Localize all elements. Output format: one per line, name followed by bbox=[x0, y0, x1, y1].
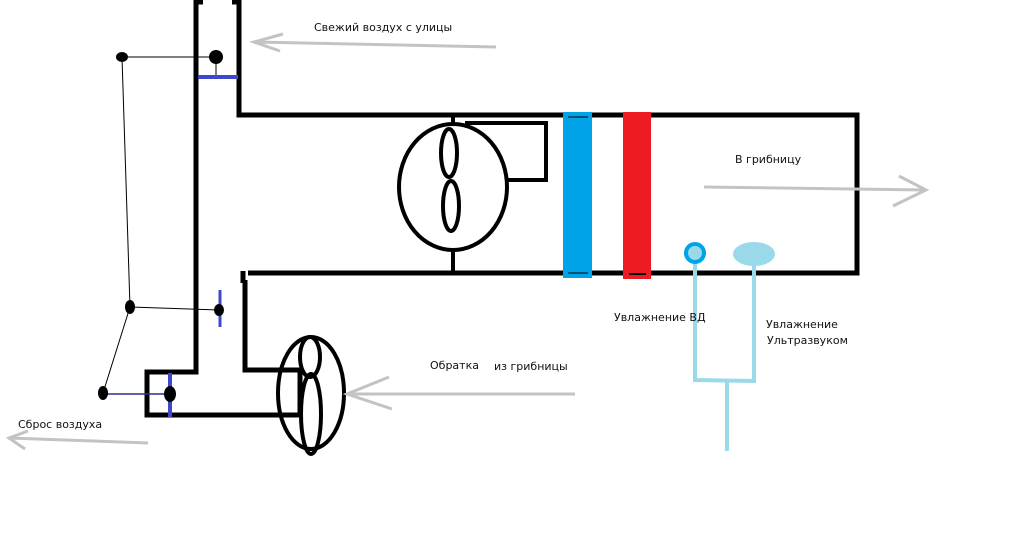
heater-coil bbox=[623, 112, 651, 279]
high-pressure-nozzle-icon bbox=[684, 242, 706, 264]
humidify-us-label-2: Ультразвуком bbox=[767, 334, 848, 347]
humidify-us-label-1: Увлажнение bbox=[766, 318, 838, 331]
return-arrow-icon bbox=[342, 375, 575, 411]
fresh-air-label: Свежий воздух с улицы bbox=[314, 21, 453, 34]
return-label-1: Обратка bbox=[430, 359, 479, 372]
left-duct-wall bbox=[144, 0, 302, 418]
damper-linkage bbox=[98, 52, 220, 400]
return-duct-wall bbox=[242, 280, 303, 415]
to-chamber-label: В грибницу bbox=[735, 153, 802, 166]
exhaust-arrow-icon bbox=[5, 429, 149, 451]
exhaust-label: Сброс воздуха bbox=[18, 418, 103, 431]
water-pipes bbox=[693, 263, 756, 451]
fresh-air-damper bbox=[198, 50, 238, 79]
supply-fan-icon bbox=[397, 115, 548, 273]
exhaust-damper bbox=[164, 373, 176, 417]
flow-arrows bbox=[5, 32, 930, 451]
recirculation-damper bbox=[214, 290, 224, 327]
cooler-coil bbox=[563, 112, 592, 278]
humidify-hp-label: Увлажнение ВД bbox=[614, 311, 706, 324]
return-fan-icon bbox=[276, 335, 346, 456]
return-label-2: из грибницы bbox=[494, 360, 568, 373]
ultrasonic-humidifier-icon bbox=[733, 242, 775, 266]
supply-arrow-icon bbox=[703, 174, 930, 208]
fresh-air-arrow-icon bbox=[248, 32, 497, 53]
